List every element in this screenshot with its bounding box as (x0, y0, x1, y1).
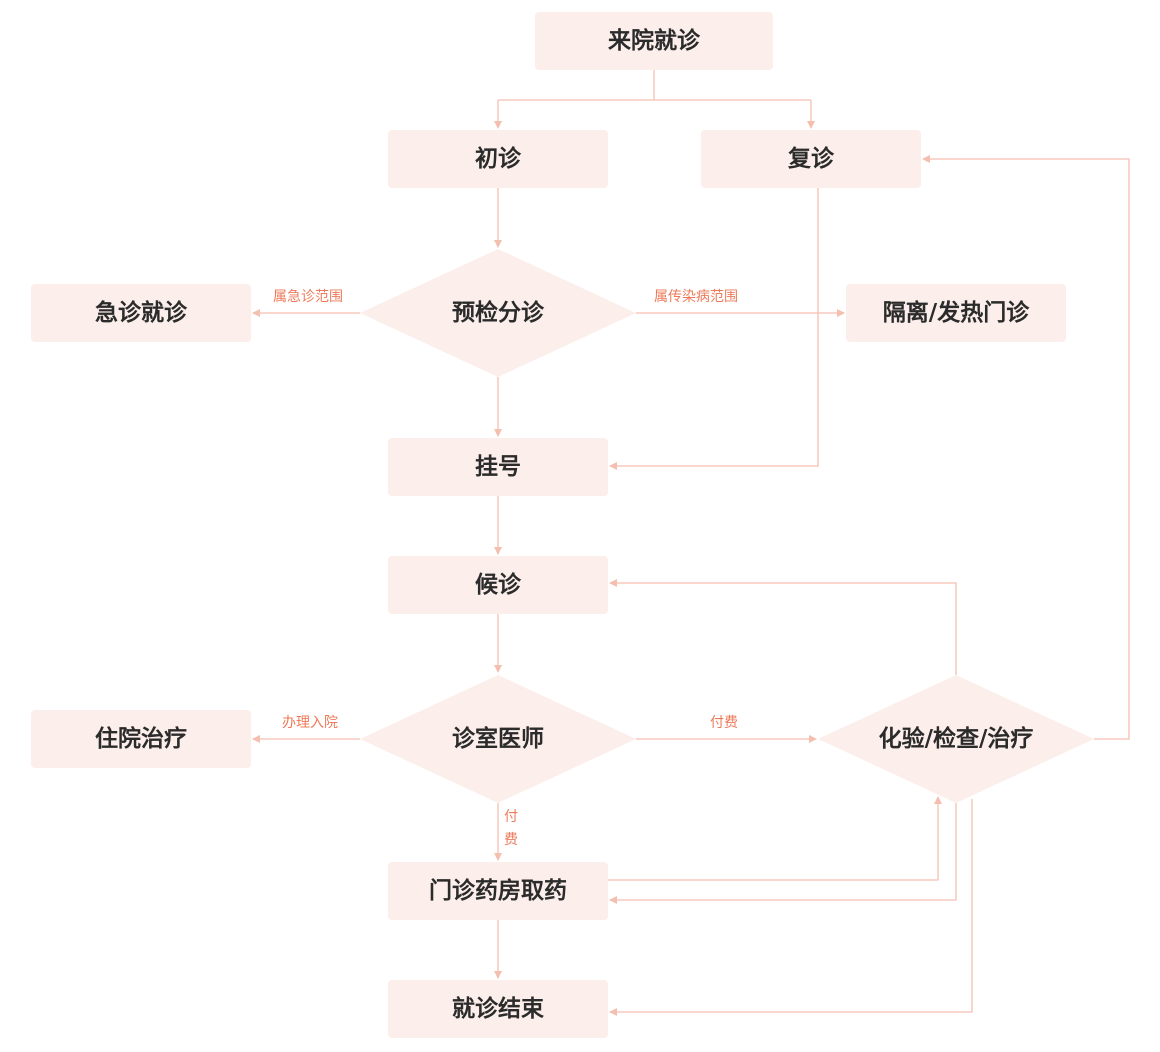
node-emergency: 急诊就诊 (31, 284, 251, 342)
node-pharmacy-label: 门诊药房取药 (429, 877, 567, 904)
node-tests: 化验/检查/治疗 (818, 675, 1094, 803)
label-admission: 办理入院 (282, 715, 338, 731)
node-return-visit: 复诊 (701, 130, 921, 188)
label-infectious-scope: 属传染病范围 (654, 288, 738, 305)
edge-return-to-register (609, 188, 819, 470)
node-fever-clinic-label: 隔离/发热门诊 (883, 299, 1030, 326)
edge-tests-to-return (922, 155, 1130, 740)
node-end-label: 就诊结束 (452, 995, 545, 1022)
edge-tests-to-waiting (609, 579, 957, 675)
node-first-visit-label: 初诊 (475, 145, 522, 172)
label-pay-pharmacy-2: 费 (504, 832, 518, 848)
node-register: 挂号 (388, 438, 608, 496)
edge-tests-to-end (609, 799, 973, 1016)
node-inpatient: 住院治疗 (31, 710, 251, 768)
edge-tests-to-pharmacy (609, 803, 957, 904)
node-triage: 预检分诊 (360, 249, 636, 377)
node-return-visit-label: 复诊 (787, 145, 835, 172)
label-pay-pharmacy-1: 付 (504, 809, 518, 825)
node-emergency-label: 急诊就诊 (95, 299, 188, 326)
node-end: 就诊结束 (388, 980, 608, 1038)
node-triage-label: 预检分诊 (452, 299, 545, 326)
edge-arrive-split (498, 70, 811, 101)
node-first-visit: 初诊 (388, 130, 608, 188)
edges (252, 70, 1130, 1016)
node-doctor: 诊室医师 (360, 675, 636, 803)
node-arrive: 来院就诊 (535, 12, 773, 70)
node-pharmacy: 门诊药房取药 (388, 862, 608, 920)
node-inpatient-label: 住院治疗 (95, 725, 187, 752)
node-tests-label: 化验/检查/治疗 (879, 725, 1034, 752)
label-pay-tests: 付费 (710, 715, 738, 731)
node-arrive-label: 来院就诊 (608, 27, 701, 54)
node-doctor-label: 诊室医师 (452, 725, 544, 752)
label-emergency-scope: 属急诊范围 (273, 288, 343, 305)
node-fever-clinic: 隔离/发热门诊 (846, 284, 1066, 342)
edge-pharmacy-to-tests (608, 796, 942, 881)
node-register-label: 挂号 (475, 454, 521, 480)
node-waiting: 候诊 (388, 556, 608, 614)
node-waiting-label: 候诊 (475, 571, 522, 598)
